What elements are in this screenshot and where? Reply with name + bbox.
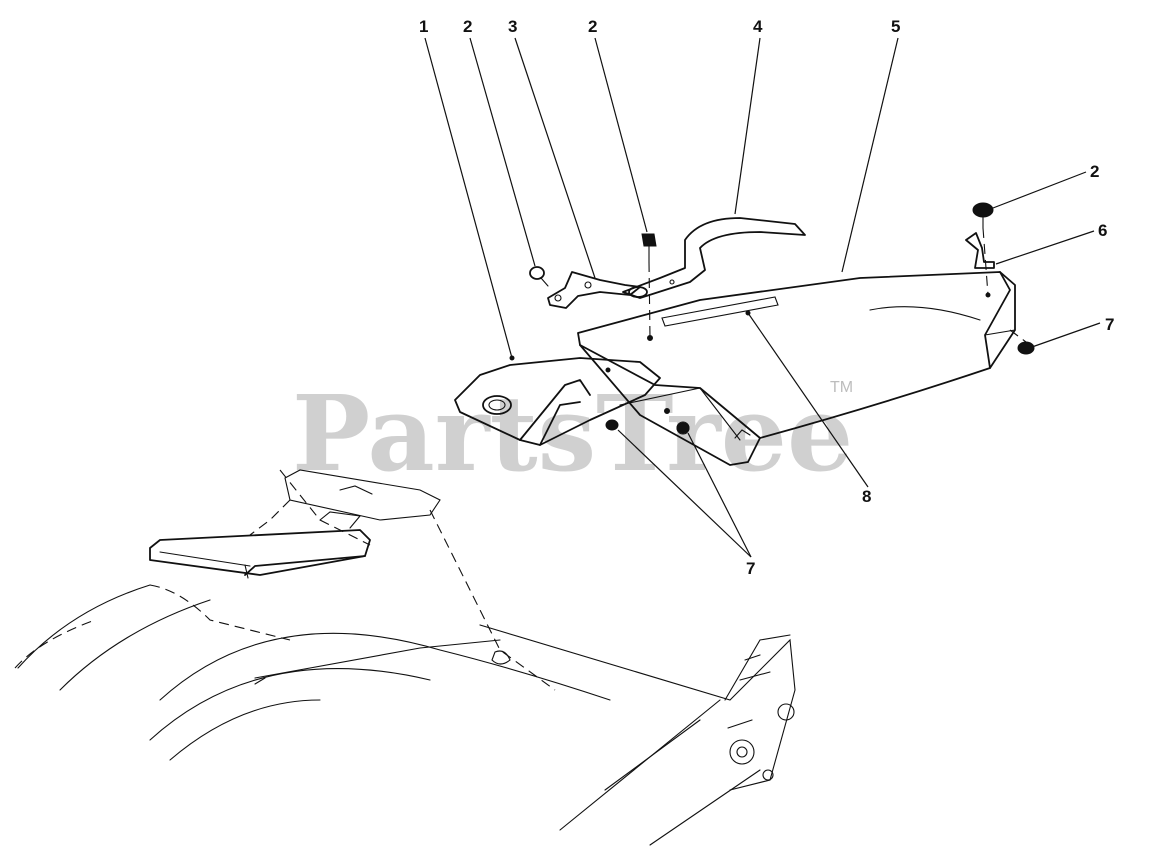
part-1-deflector-plate bbox=[454, 357, 661, 446]
part-6-clip bbox=[965, 232, 995, 269]
callout-2-center: 2 bbox=[588, 17, 597, 36]
part-4-chute-handle bbox=[622, 217, 806, 299]
screw-right bbox=[972, 202, 994, 229]
callout-4: 4 bbox=[753, 17, 763, 36]
watermark-trademark: TM bbox=[830, 379, 853, 396]
part-2-screws bbox=[529, 202, 994, 287]
part-3-mounting-bracket bbox=[547, 271, 641, 309]
assembly-lines bbox=[648, 227, 1027, 343]
handle-bracket bbox=[149, 469, 441, 579]
nut-right bbox=[1017, 341, 1035, 355]
part-7-nuts bbox=[605, 341, 1035, 434]
callout-7-bottom: 7 bbox=[746, 559, 755, 578]
leader-lines bbox=[424, 37, 1101, 558]
callout-1: 1 bbox=[419, 17, 428, 36]
screw-left bbox=[529, 266, 549, 287]
mower-housing bbox=[14, 469, 796, 846]
nut-center bbox=[676, 422, 690, 434]
watermark-brand: PartsTree bbox=[292, 372, 853, 495]
callout-2-right: 2 bbox=[1090, 162, 1099, 181]
watermark: PartsTree TM bbox=[292, 372, 853, 495]
callouts: 1 2 3 2 4 5 2 6 7 8 7 bbox=[419, 17, 1114, 578]
callout-7-right: 7 bbox=[1105, 315, 1114, 334]
callout-3: 3 bbox=[508, 17, 517, 36]
nut-left bbox=[605, 419, 619, 431]
callout-6: 6 bbox=[1098, 221, 1107, 240]
callout-5: 5 bbox=[891, 17, 900, 36]
callout-2-left: 2 bbox=[463, 17, 472, 36]
callout-8: 8 bbox=[862, 487, 871, 506]
screw-center bbox=[641, 233, 657, 263]
